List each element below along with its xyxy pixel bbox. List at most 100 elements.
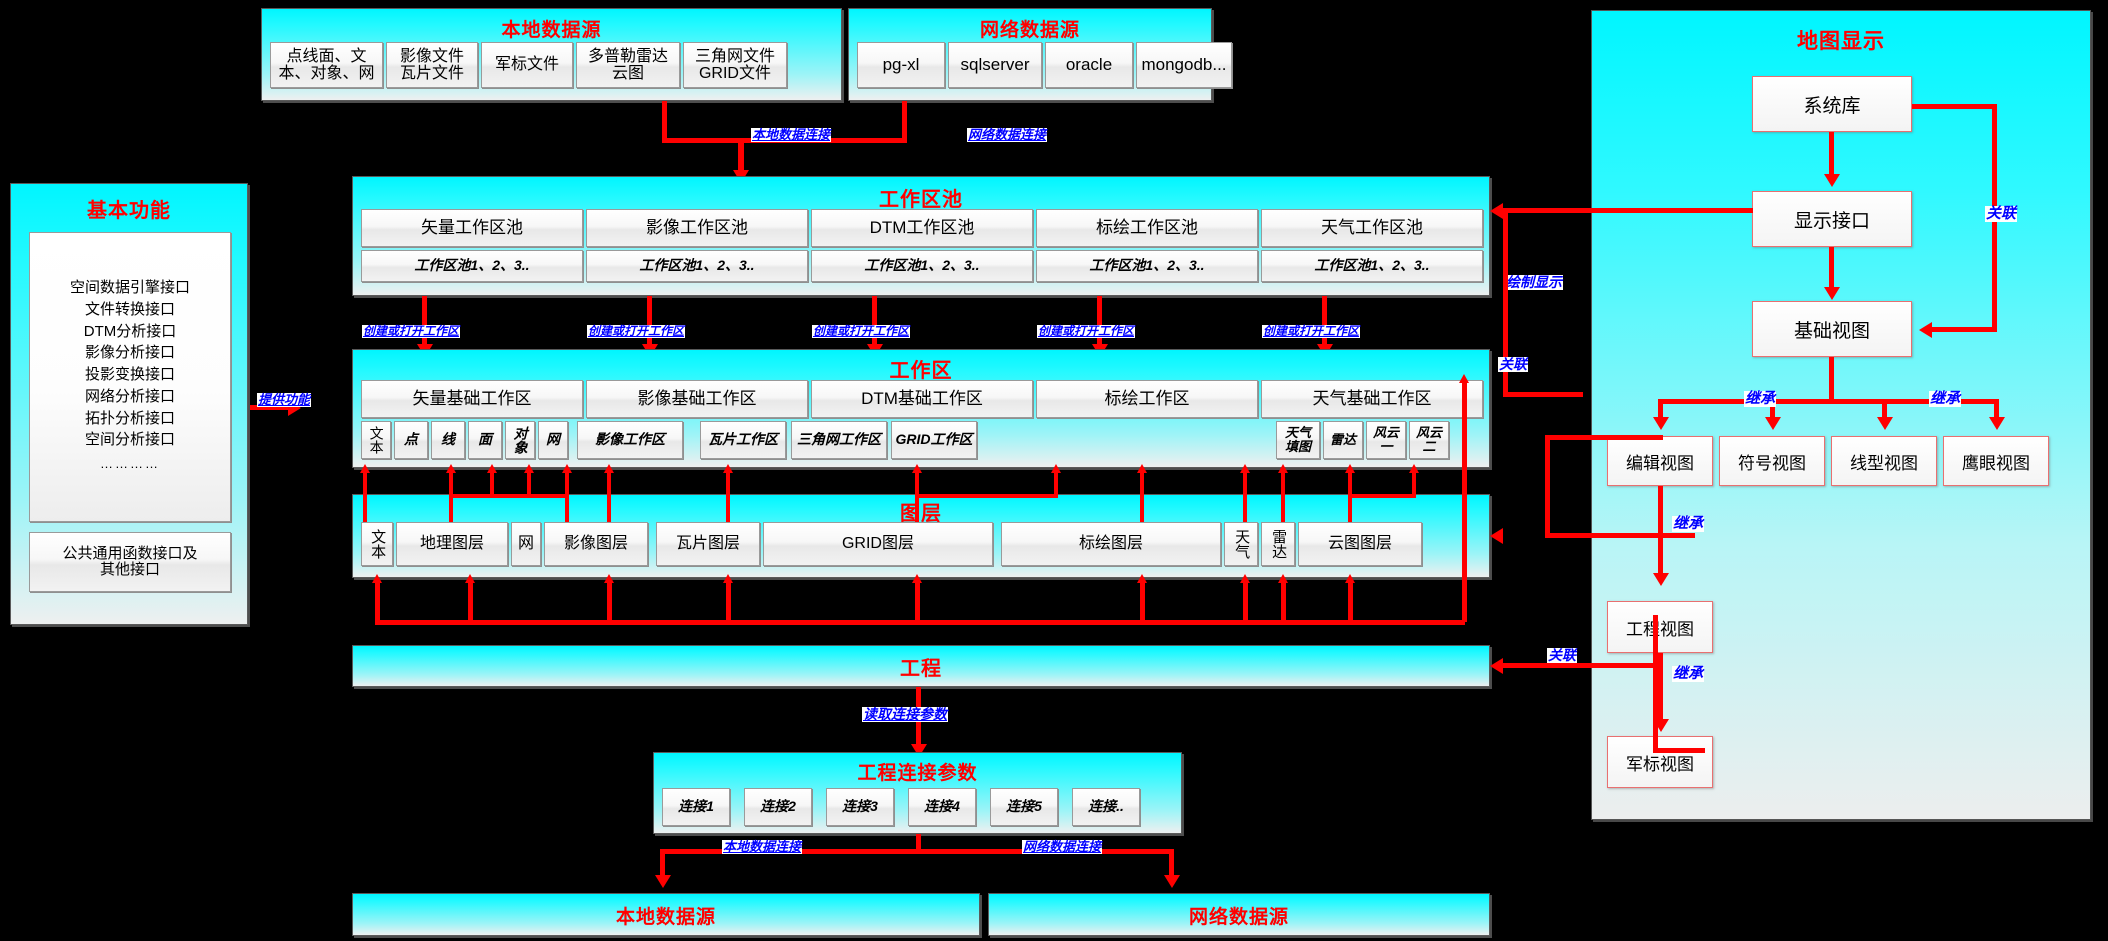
ws-item-object[interactable]: 对象 xyxy=(505,421,535,459)
pool-sub-plot[interactable]: 工作区池1、2、3.. xyxy=(1036,250,1258,282)
pool-sub-image[interactable]: 工作区池1、2、3.. xyxy=(586,250,808,282)
connector-assoc-project-h xyxy=(1503,663,1658,668)
net-source-item-mongodb[interactable]: mongodb... xyxy=(1136,42,1232,88)
map-base-view-box[interactable]: 基础视图 xyxy=(1752,301,1912,357)
arrow-conn-local xyxy=(655,875,671,888)
map-view-linetype[interactable]: 线型视图 xyxy=(1831,436,1937,486)
ws-col-vector[interactable]: 矢量基础工作区 xyxy=(361,380,583,418)
item-line2: 云图 xyxy=(611,65,644,82)
local-data-source-top-title: 本地数据源 xyxy=(501,20,602,41)
map-view-eagle-eye[interactable]: 鹰眼视图 xyxy=(1943,436,2049,486)
ws-item-polygon[interactable]: 面 xyxy=(468,421,502,459)
edge-label-create-open-ws-1: 创建或打开工作区 xyxy=(362,324,461,338)
edge-label-inherit-project: 继承 xyxy=(1672,515,1705,532)
net-source-item-sqlserver[interactable]: sqlserver xyxy=(948,42,1042,88)
layer-item-image[interactable]: 影像图层 xyxy=(544,522,648,566)
local-source-item-military-file[interactable]: 军标文件 xyxy=(481,42,573,88)
local-source-item-point-line-area[interactable]: 点线面、文 本、对象、网 xyxy=(270,42,383,88)
map-view-military[interactable]: 军标视图 xyxy=(1607,736,1713,788)
connector-assoc-right-h1 xyxy=(1912,104,1997,109)
ws-item-line[interactable]: 线 xyxy=(431,421,465,459)
local-source-item-doppler-radar[interactable]: 多普勒雷达 云图 xyxy=(576,42,680,88)
connector-proj-v6 xyxy=(1140,580,1145,622)
ws-item-fengyun-2[interactable]: 风云 二 xyxy=(1409,421,1449,459)
map-system-lib-box[interactable]: 系统库 xyxy=(1752,76,1912,132)
ws-item-net[interactable]: 网 xyxy=(538,421,568,459)
fn-item-projection: 投影变换接口 xyxy=(84,366,175,383)
edge-label-net-data-conn-bottom: 网络数据连接 xyxy=(1022,839,1103,854)
connector-layer-geo-b2 xyxy=(490,470,494,496)
ws-col-weather[interactable]: 天气基础工作区 xyxy=(1261,380,1483,418)
map-display-interface-box[interactable]: 显示接口 xyxy=(1752,191,1912,247)
ws-col-plot[interactable]: 标绘工作区 xyxy=(1036,380,1258,418)
connector-proj-v3 xyxy=(607,580,612,622)
layer-item-cloud[interactable]: 云图图层 xyxy=(1298,522,1422,566)
item-line2: 一 xyxy=(1379,439,1393,454)
connector-render-h1 xyxy=(1503,208,1753,213)
arrow-proj-7 xyxy=(1240,574,1250,583)
pool-sub-dtm[interactable]: 工作区池1、2、3.. xyxy=(811,250,1033,282)
local-source-item-tin-grid-file[interactable]: 三角网文件 GRID文件 xyxy=(683,42,787,88)
conn-item-2[interactable]: 连接2 xyxy=(744,788,812,826)
pool-col-weather[interactable]: 天气工作区池 xyxy=(1261,209,1483,247)
conn-item-6[interactable]: 连接.. xyxy=(1072,788,1140,826)
ws-item-text[interactable]: 文本 xyxy=(361,421,391,459)
ws-item-tile-workspace[interactable]: 瓦片工作区 xyxy=(700,421,786,459)
layer-item-geo[interactable]: 地理图层 xyxy=(396,522,508,566)
map-view-edit[interactable]: 编辑视图 xyxy=(1607,436,1713,486)
connector-assoc-right-h2 xyxy=(1932,327,1997,332)
arrow-render-to-pool xyxy=(1490,203,1503,219)
pool-col-dtm[interactable]: DTM工作区池 xyxy=(811,209,1033,247)
pool-sub-weather[interactable]: 工作区池1、2、3.. xyxy=(1261,250,1483,282)
map-view-symbol[interactable]: 符号视图 xyxy=(1719,436,1825,486)
ws-item-fengyun-1[interactable]: 风云 一 xyxy=(1366,421,1406,459)
footer-line1: 公共通用函数接口及 xyxy=(62,544,198,562)
arrow-layer-cloud-1 xyxy=(1345,464,1355,473)
ws-item-radar[interactable]: 雷达 xyxy=(1323,421,1363,459)
layer-item-tile[interactable]: 瓦片图层 xyxy=(656,522,760,566)
ws-col-image[interactable]: 影像基础工作区 xyxy=(586,380,808,418)
item-line1: 多普勒雷达 xyxy=(587,47,668,65)
connector-proj-v1 xyxy=(375,580,380,622)
layer-item-weather[interactable]: 天气 xyxy=(1224,522,1258,566)
conn-item-3[interactable]: 连接3 xyxy=(826,788,894,826)
ws-item-grid-workspace[interactable]: GRID工作区 xyxy=(891,421,977,459)
layer-item-grid[interactable]: GRID图层 xyxy=(763,522,993,566)
edge-label-inherit-left: 继承 xyxy=(1744,390,1777,407)
connector-layer-grid-up xyxy=(915,496,919,522)
layer-item-radar[interactable]: 雷达 xyxy=(1261,522,1295,566)
conn-item-5[interactable]: 连接5 xyxy=(990,788,1058,826)
ws-item-point[interactable]: 点 xyxy=(394,421,428,459)
connector-pool-to-ws-5 xyxy=(1322,296,1327,348)
item-line1: 军标文件 xyxy=(494,56,559,74)
arrow-proj-4 xyxy=(723,574,733,583)
layer-item-text[interactable]: 文本 xyxy=(361,522,393,566)
workspace-pool-title: 工作区池 xyxy=(879,189,963,211)
pool-sub-vector[interactable]: 工作区池1、2、3.. xyxy=(361,250,583,282)
edge-label-create-open-ws-4: 创建或打开工作区 xyxy=(1037,324,1136,338)
net-source-item-oracle[interactable]: oracle xyxy=(1045,42,1133,88)
connector-pool-feed-vert xyxy=(738,138,744,174)
conn-item-4[interactable]: 连接4 xyxy=(908,788,976,826)
edge-label-assoc-project: 关联 xyxy=(1547,647,1577,663)
edge-label-local-data-conn-bottom: 本地数据连接 xyxy=(722,839,803,854)
map-view-project[interactable]: 工程视图 xyxy=(1607,601,1713,653)
arrow-inherit-2 xyxy=(1765,417,1781,430)
ws-item-image-workspace[interactable]: 影像工作区 xyxy=(577,421,683,459)
arrow-layer-grid-2 xyxy=(1051,464,1061,473)
ws-item-tin-workspace[interactable]: 三角网工作区 xyxy=(791,421,887,459)
connector-edit-to-project xyxy=(1658,486,1663,576)
layer-item-net[interactable]: 网 xyxy=(511,522,541,566)
local-source-item-image-file[interactable]: 影像文件 瓦片文件 xyxy=(386,42,478,88)
net-source-item-pgxl[interactable]: pg-xl xyxy=(857,42,945,88)
pool-col-image[interactable]: 影像工作区池 xyxy=(586,209,808,247)
arrow-syslib-to-display xyxy=(1824,174,1840,187)
conn-item-1[interactable]: 连接1 xyxy=(662,788,730,826)
pool-col-plot[interactable]: 标绘工作区池 xyxy=(1036,209,1258,247)
layer-item-plot[interactable]: 标绘图层 xyxy=(1001,522,1221,566)
pool-col-vector[interactable]: 矢量工作区池 xyxy=(361,209,583,247)
fn-item-ellipsis: ………… xyxy=(100,456,160,471)
item-line1: 点线面、文 xyxy=(286,47,367,65)
ws-item-weather-fill[interactable]: 天气 填图 xyxy=(1276,421,1320,459)
ws-col-dtm[interactable]: DTM基础工作区 xyxy=(811,380,1033,418)
